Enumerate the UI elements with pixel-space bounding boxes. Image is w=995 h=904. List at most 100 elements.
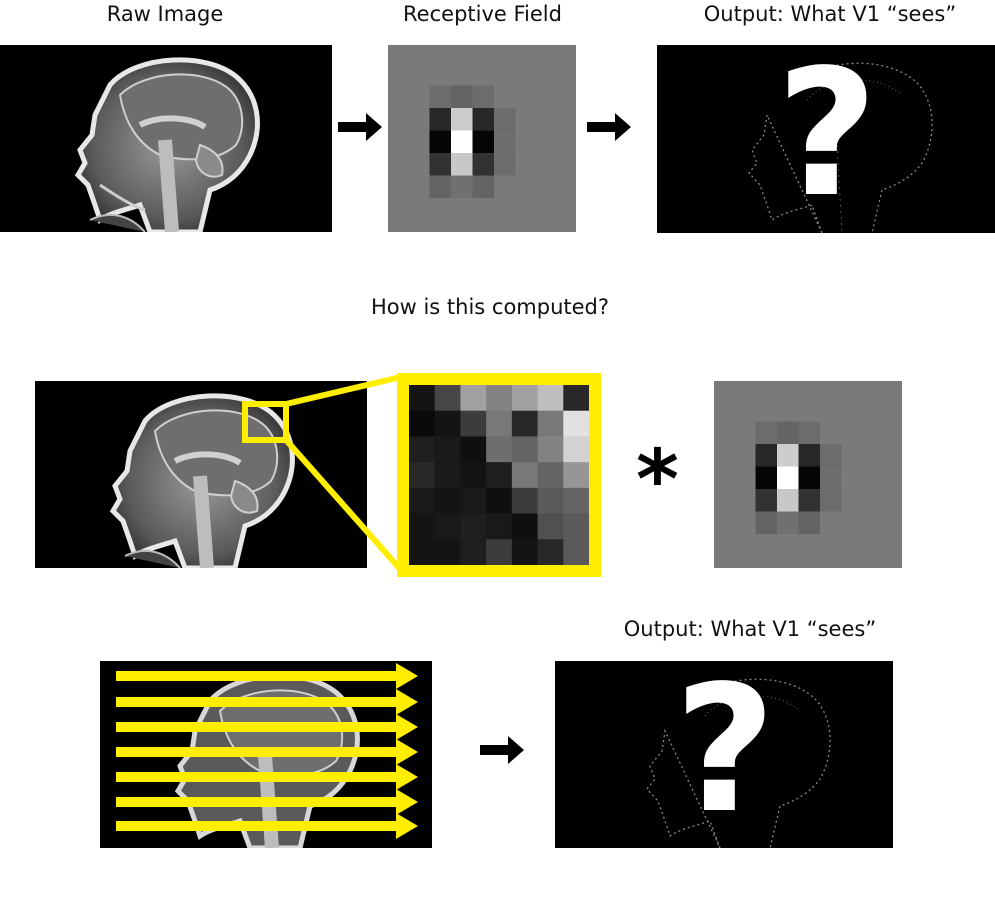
grid-pixel	[537, 63, 559, 86]
grid-pixel	[820, 421, 842, 445]
grid-pixel	[434, 513, 461, 540]
grid-pixel	[537, 198, 559, 221]
grid-pixel	[408, 153, 430, 176]
grid-pixel	[863, 444, 885, 467]
grid-pixel	[434, 410, 461, 437]
grid-pixel	[755, 511, 778, 535]
grid-pixel	[755, 444, 778, 467]
receptive-field-filter	[388, 45, 576, 232]
grid-pixel	[798, 444, 821, 467]
grid-pixel	[734, 489, 756, 512]
grid-pixel	[451, 130, 473, 154]
grid-pixel	[494, 108, 516, 131]
grid-pixel	[537, 385, 564, 412]
grid-pixel	[734, 534, 756, 557]
grid-pixel	[563, 462, 589, 489]
grid-pixel	[494, 85, 516, 109]
grid-pixel	[863, 511, 885, 535]
grid-pixel	[563, 410, 589, 437]
grid-pixel	[820, 399, 842, 422]
grid-pixel	[408, 130, 430, 154]
grid-pixel	[820, 534, 842, 557]
grid-pixel	[515, 198, 538, 221]
grid-pixel	[537, 153, 559, 176]
grid-pixel	[511, 487, 539, 515]
grid-pixel	[451, 108, 473, 131]
grid-pixel	[841, 534, 864, 557]
output-bottom-panel: ?	[555, 661, 893, 848]
grid-pixel	[409, 513, 436, 540]
grid-pixel	[494, 130, 516, 154]
edge-map-image	[748, 62, 933, 233]
grid-pixel	[755, 466, 778, 490]
raw-image-panel	[0, 45, 332, 232]
grid-pixel	[734, 444, 756, 467]
grid-pixel	[841, 444, 864, 467]
grid-pixel	[820, 466, 842, 490]
grid-pixel	[472, 175, 495, 199]
grid-pixel	[460, 436, 487, 463]
grid-pixel	[777, 489, 799, 512]
grid-pixel	[734, 511, 756, 535]
grid-pixel	[798, 466, 821, 490]
grid-pixel	[460, 539, 487, 565]
grid-pixel	[408, 63, 430, 86]
grid-pixel	[841, 511, 864, 535]
grid-pixel	[563, 539, 589, 565]
grid-pixel	[515, 85, 538, 109]
grid-pixel	[408, 85, 430, 109]
right-arrow-icon	[338, 113, 382, 141]
grid-pixel	[515, 153, 538, 176]
grid-pixel	[434, 462, 461, 489]
zoomed-patch-frame	[397, 373, 601, 577]
grid-pixel	[486, 385, 513, 412]
grid-pixel	[734, 421, 756, 445]
grid-pixel	[451, 153, 473, 176]
grid-pixel	[755, 489, 778, 512]
grid-pixel	[511, 410, 539, 437]
grid-pixel	[434, 487, 461, 515]
grid-pixel	[494, 175, 516, 199]
grid-pixel	[429, 153, 452, 176]
right-arrow-icon	[480, 736, 524, 764]
grid-pixel	[434, 385, 461, 412]
grid-pixel	[429, 85, 452, 109]
grid-pixel	[460, 513, 487, 540]
grid-pixel	[511, 462, 539, 489]
grid-pixel	[798, 511, 821, 535]
grid-pixel	[451, 63, 473, 86]
grid-pixel	[537, 539, 564, 565]
grid-pixel	[451, 198, 473, 221]
grid-pixel	[486, 487, 513, 515]
grid-pixel	[409, 487, 436, 515]
grid-pixel	[563, 487, 589, 515]
right-arrow-icon	[587, 113, 631, 141]
grid-pixel	[734, 399, 756, 422]
grid-pixel	[777, 421, 799, 445]
output-bottom-label: Output: What V1 “sees”	[623, 617, 877, 641]
grid-pixel	[434, 436, 461, 463]
grid-pixel	[511, 513, 539, 540]
grid-pixel	[863, 399, 885, 422]
grid-pixel	[472, 130, 495, 154]
grid-pixel	[863, 534, 885, 557]
grid-pixel	[472, 108, 495, 131]
raw-image-highlight-panel	[35, 381, 367, 568]
grid-pixel	[820, 444, 842, 467]
grid-pixel	[863, 421, 885, 445]
grid-pixel	[537, 410, 564, 437]
grid-pixel	[460, 410, 487, 437]
grid-pixel	[537, 513, 564, 540]
grid-pixel	[841, 399, 864, 422]
grid-pixel	[429, 175, 452, 199]
grid-pixel	[777, 511, 799, 535]
grid-pixel	[451, 175, 473, 199]
mri-head-image	[74, 57, 260, 232]
grid-pixel	[460, 487, 487, 515]
grid-pixel	[408, 108, 430, 131]
grid-pixel	[777, 534, 799, 557]
grid-pixel	[409, 436, 436, 463]
grid-pixel	[537, 85, 559, 109]
grid-pixel	[486, 410, 513, 437]
grid-pixel	[451, 85, 473, 109]
